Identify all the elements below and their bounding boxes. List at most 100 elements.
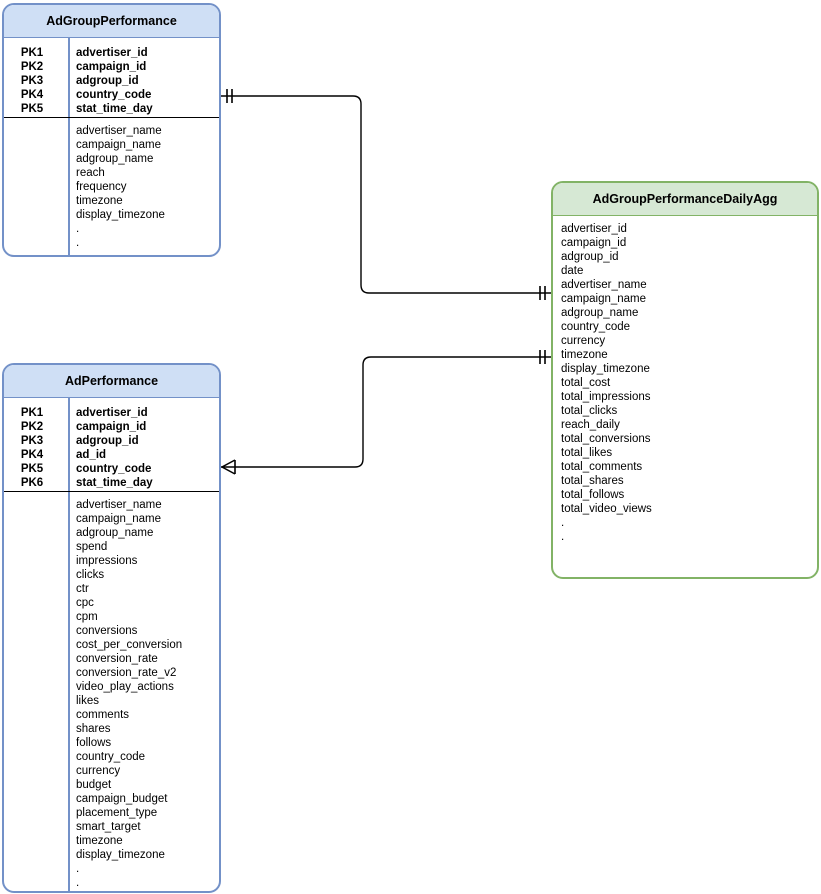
pk-section-divider	[4, 116, 219, 118]
attribute-label: placement_type	[76, 806, 158, 819]
pk-field-label: ad_id	[76, 448, 107, 461]
attribute-label: campaign_budget	[76, 792, 168, 805]
attribute-label: total_cost	[561, 376, 611, 389]
attribute-label: conversion_rate	[76, 652, 158, 665]
attribute-label: .	[76, 862, 80, 875]
attribute-label: country_code	[76, 750, 146, 763]
pk-key-label: PK5	[20, 462, 44, 475]
pk-field-label: adgroup_id	[76, 434, 139, 447]
entity-title-ad-performance: AdPerformance	[4, 365, 219, 398]
attribute-label: cpm	[76, 610, 98, 623]
attribute-label: total_likes	[561, 446, 613, 459]
pk-field-label: country_code	[76, 462, 152, 475]
connector-line-ad-to-agg	[221, 356, 551, 468]
entity-title-adgroup-performance: AdGroupPerformance	[4, 5, 219, 38]
attribute-label: .	[76, 236, 80, 249]
attribute-label: total_video_views	[561, 502, 652, 515]
attribute-label: follows	[76, 736, 112, 749]
cardinality-many-crowsfoot	[220, 459, 236, 475]
attribute-label: timezone	[76, 834, 123, 847]
attribute-label: timezone	[76, 194, 123, 207]
pk-section-divider	[4, 490, 219, 492]
attribute-label: total_comments	[561, 460, 643, 473]
pk-field-label: campaign_id	[76, 420, 147, 433]
relationship-adgroup-to-agg	[221, 89, 551, 300]
attribute-label: shares	[76, 722, 111, 735]
pk-field-label: adgroup_id	[76, 74, 139, 87]
attribute-label: cost_per_conversion	[76, 638, 183, 651]
pk-field-label: advertiser_id	[76, 406, 148, 419]
attribute-label: total_impressions	[561, 390, 651, 403]
pk-key-label: PK3	[20, 74, 44, 87]
attribute-label: display_timezone	[76, 848, 165, 861]
pk-key-label: PK1	[20, 46, 44, 59]
attribute-label: clicks	[76, 568, 105, 581]
attribute-label: campaign_name	[76, 138, 162, 151]
pk-key-label: PK6	[20, 476, 44, 489]
pk-field-label: campaign_id	[76, 60, 147, 73]
attribute-label: currency	[76, 764, 121, 777]
attribute-label: adgroup_name	[76, 526, 154, 539]
attribute-label: campaign_id	[561, 236, 627, 249]
attribute-label: total_clicks	[561, 404, 618, 417]
pk-key-label: PK2	[20, 60, 44, 73]
attribute-label: advertiser_id	[561, 222, 627, 235]
attribute-label: reach	[76, 166, 105, 179]
attribute-label: timezone	[561, 348, 608, 361]
attribute-label: .	[76, 876, 80, 889]
connector-line-adgroup-to-agg	[221, 95, 551, 294]
attribute-label: spend	[76, 540, 108, 553]
attribute-label: ctr	[76, 582, 89, 595]
attribute-label: adgroup_id	[561, 250, 619, 263]
pk-key-label: PK1	[20, 406, 44, 419]
attribute-label: campaign_name	[76, 512, 162, 525]
attribute-label: .	[76, 222, 80, 235]
attribute-label: currency	[561, 334, 606, 347]
attribute-label: advertiser_name	[76, 498, 162, 511]
attribute-label: conversion_rate_v2	[76, 666, 177, 679]
pk-field-label: stat_time_day	[76, 476, 153, 489]
relationship-ad-to-agg	[220, 350, 551, 475]
entity-adgroup-performance-daily-agg[interactable]: AdGroupPerformanceDailyAgg advertiser_id…	[551, 181, 819, 579]
attribute-label: comments	[76, 708, 130, 721]
attribute-label: campaign_name	[561, 292, 647, 305]
attribute-label: video_play_actions	[76, 680, 174, 693]
pk-field-label: country_code	[76, 88, 152, 101]
pk-field-label: advertiser_id	[76, 46, 148, 59]
pk-key-label: PK5	[20, 102, 44, 115]
attribute-label: smart_target	[76, 820, 141, 833]
pk-key-label: PK4	[20, 88, 44, 101]
pk-key-label: PK4	[20, 448, 44, 461]
attribute-label: advertiser_name	[561, 278, 647, 291]
pk-column-separator	[68, 37, 70, 255]
attribute-label: .	[561, 516, 565, 529]
attribute-label: likes	[76, 694, 100, 707]
attribute-label: impressions	[76, 554, 138, 567]
attribute-label: adgroup_name	[561, 306, 639, 319]
attribute-label: cpc	[76, 596, 94, 609]
attribute-label: conversions	[76, 624, 138, 637]
attribute-label: display_timezone	[561, 362, 650, 375]
attribute-label: advertiser_name	[76, 124, 162, 137]
attribute-label: budget	[76, 778, 112, 791]
pk-key-label: PK2	[20, 420, 44, 433]
pk-key-label: PK3	[20, 434, 44, 447]
attribute-label: display_timezone	[76, 208, 165, 221]
attribute-label: date	[561, 264, 584, 277]
attribute-label: frequency	[76, 180, 127, 193]
attribute-label: total_shares	[561, 474, 624, 487]
attribute-label: country_code	[561, 320, 631, 333]
attribute-label: .	[561, 530, 565, 543]
